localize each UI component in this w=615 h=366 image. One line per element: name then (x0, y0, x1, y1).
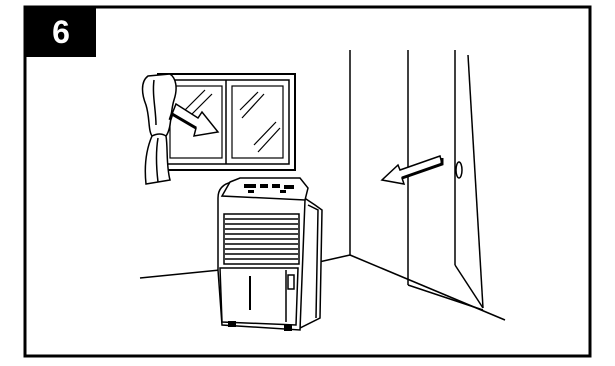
step-number-badge: 6 (26, 7, 96, 57)
dehumidifier-unit (218, 178, 322, 331)
